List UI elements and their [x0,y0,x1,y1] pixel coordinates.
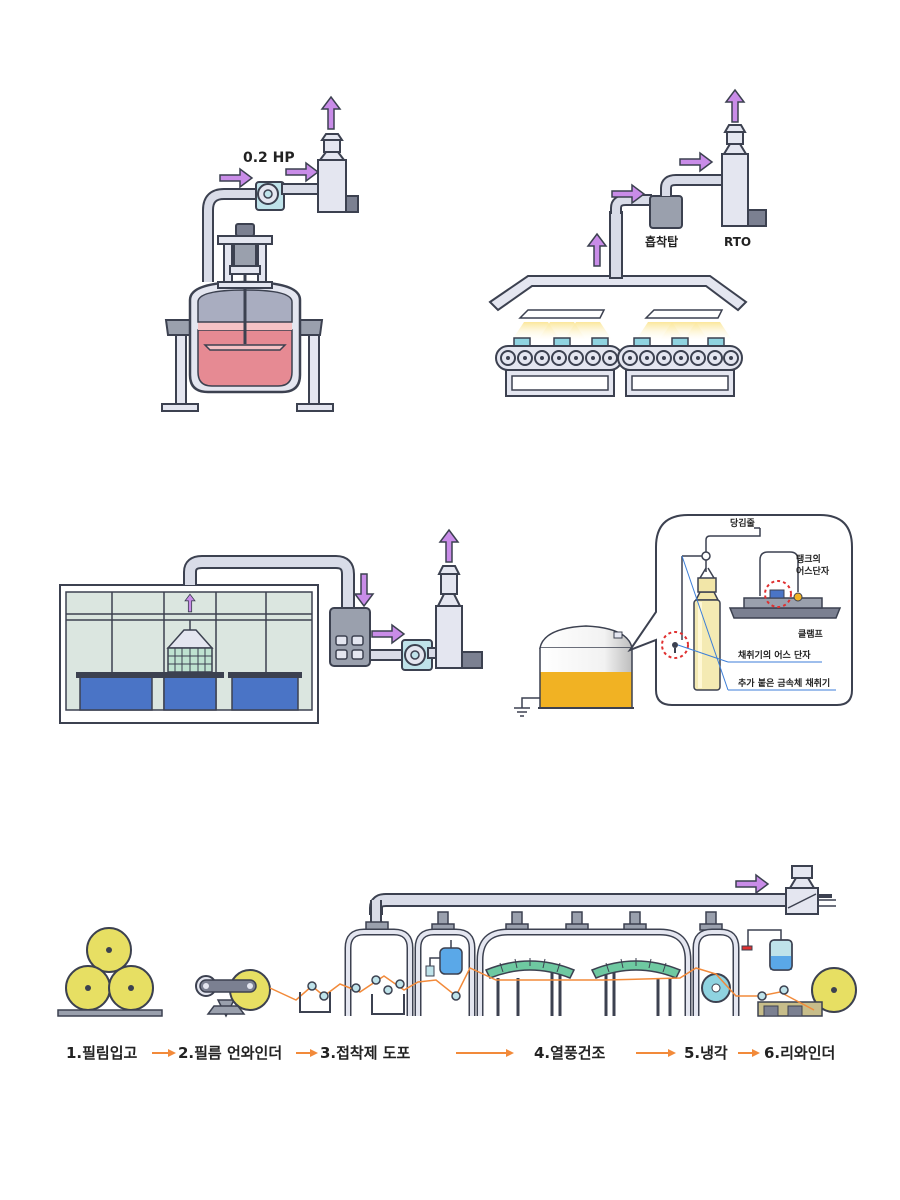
process-steps: 1.필림입고 2.필름 언와인더 3.접착제 도포 4.열풍건조 5.냉각 6.… [66,1044,835,1062]
exhaust-up-arrow [725,89,745,123]
flow-down-arrow [354,573,374,607]
tank-ground-label-1: 탱크의 [796,553,821,565]
step-4-label: 4.열풍건조 [534,1044,606,1062]
exhaust-up-arrow [321,96,341,130]
conveyor-right [617,309,743,397]
step-6-label: 6.리와인더 [764,1044,835,1062]
unwinder [195,969,271,1018]
adsorber-label: 흡착탑 [645,234,678,249]
flow-right-arrow [371,624,405,644]
sampler-ground-label: 채취기의 어스 단자 [738,649,811,661]
exhaust-up-arrow [439,529,459,563]
reactor-panel: 0.2 HP [161,96,359,412]
flow-right-arrow [219,168,253,188]
tank-grounding-panel: 당김줄 채취기의 어스 단자 추가 붙은 금속체 채취기 탱크의 어스단자 클램… [514,514,853,717]
flow-up-arrow [587,233,607,267]
step-5-label: 5.냉각 [684,1044,728,1062]
sampler-label: 추가 붙은 금속체 채취기 [738,677,830,689]
conveyor-left [495,309,623,397]
blower-hp-label: 0.2 HP [243,150,295,166]
film-coating-line [57,865,857,1018]
rto-label: RTO [724,235,751,249]
booth-panel [59,529,483,724]
step-1-label: 1.필림입고 [66,1044,138,1062]
step-3-label: 3.접착제 도포 [320,1044,411,1062]
pull-cord-label: 당김줄 [730,517,755,529]
clamp-label: 클램프 [798,628,824,640]
tank-ground-label-2: 어스단자 [796,565,830,577]
film-rolls [57,927,163,1017]
coating-line-panel: 흡착탑 RTO [488,89,767,397]
step-2-label: 2.필름 언와인더 [178,1044,282,1062]
exhaust-right-arrow [735,874,769,894]
flow-right-arrow [679,152,713,172]
